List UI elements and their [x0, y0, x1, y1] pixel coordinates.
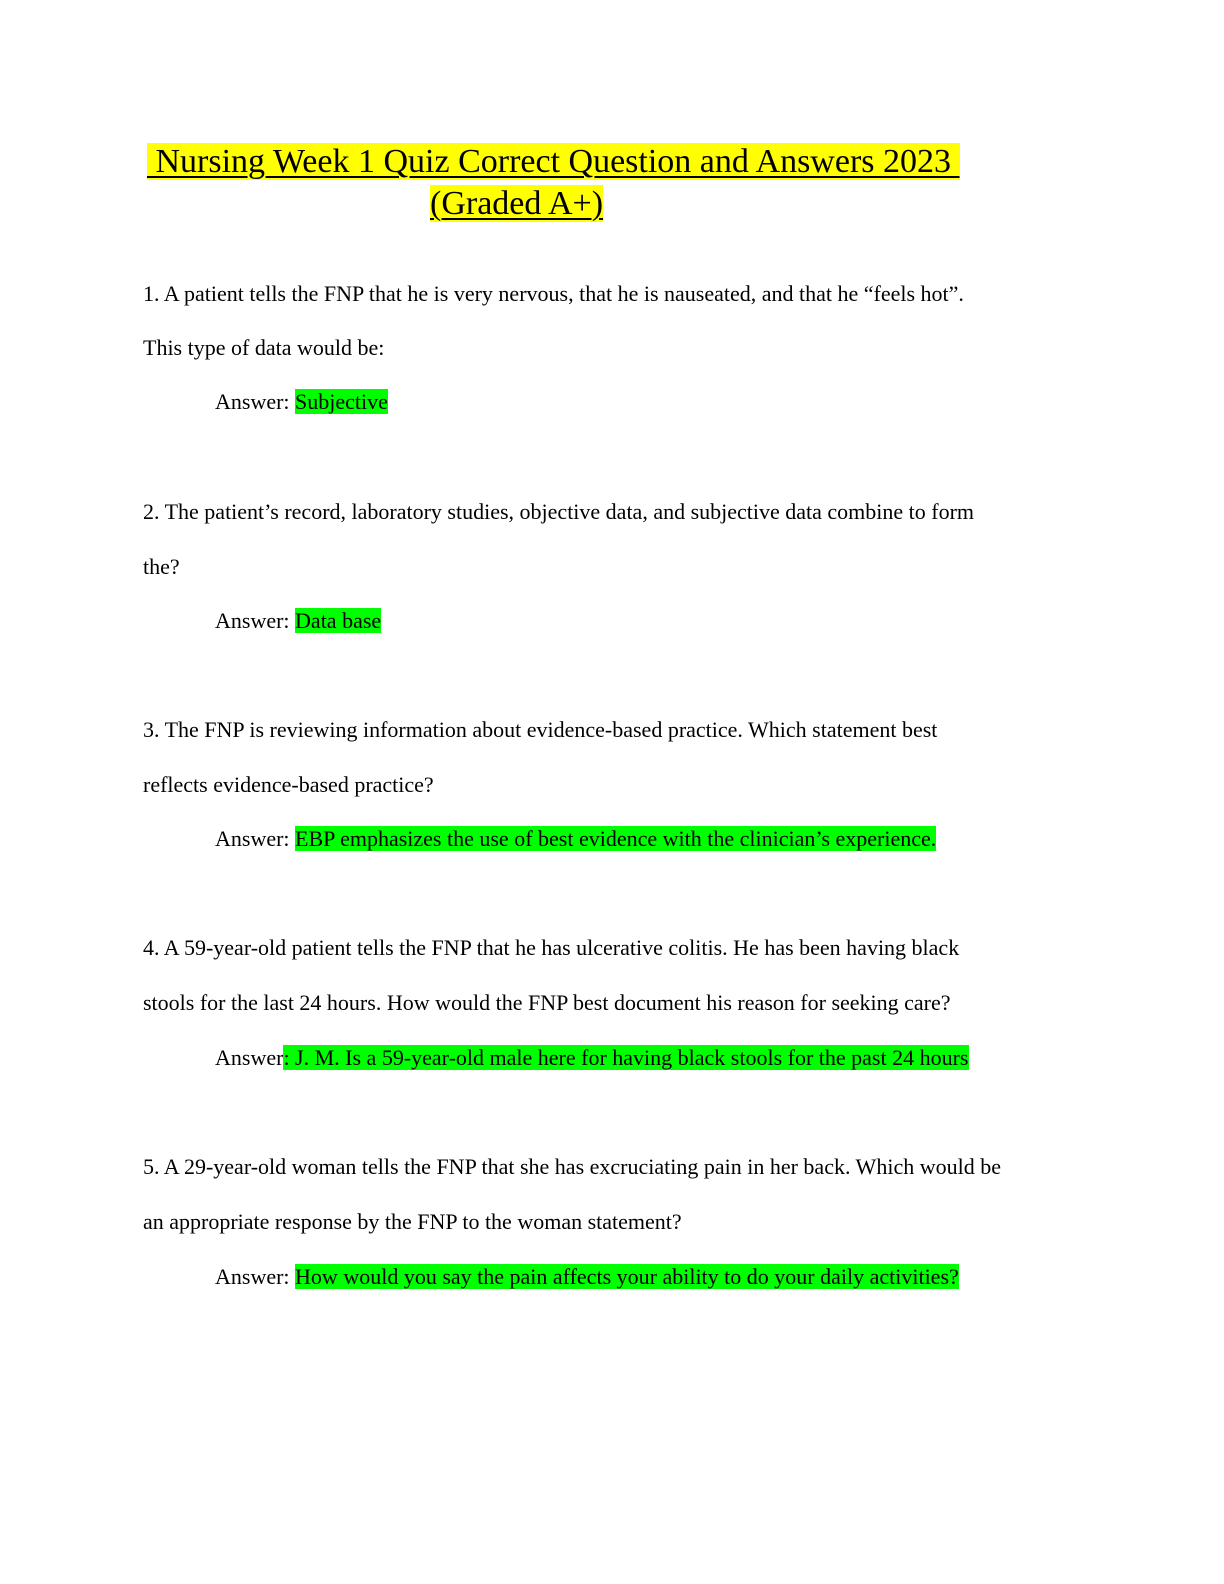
answer-label: Answer	[215, 1045, 284, 1070]
answer-label: Answer:	[215, 1264, 296, 1289]
question-5-answer: Answer: How would you say the pain affec…	[215, 1263, 959, 1291]
answer-label: Answer:	[215, 608, 296, 633]
question-4-text-line-1: 4. A 59-year-old patient tells the FNP t…	[143, 935, 960, 960]
answer-label: Answer:	[215, 389, 296, 414]
title-highlight: (Graded A+)	[430, 185, 604, 222]
answer-text: How would you say the pain affects your …	[295, 1264, 959, 1289]
answer-text: : J. M. Is a 59-year-old male here for h…	[283, 1045, 969, 1070]
question-5-text-line-1: 5. A 29-year-old woman tells the FNP tha…	[143, 1154, 1001, 1179]
question-4-answer: Answer: J. M. Is a 59-year-old male here…	[215, 1044, 969, 1072]
title-highlight: Nursing Week 1 Quiz Correct Question and…	[147, 143, 960, 180]
question-1-text-line-1: 1. A patient tells the FNP that he is ve…	[143, 281, 964, 306]
question-2-answer: Answer: Data base	[215, 607, 382, 635]
answer-text: Subjective	[295, 389, 388, 414]
question-5-text-line-2: an appropriate response by the FNP to th…	[143, 1209, 682, 1234]
question-3-text-line-2: reflects evidence-based practice?	[143, 772, 434, 797]
document-title-line-2: (Graded A+)	[430, 184, 604, 224]
question-3-text-line-1: 3. The FNP is reviewing information abou…	[143, 717, 938, 742]
question-1-answer: Answer: Subjective	[215, 388, 388, 416]
answer-label: Answer:	[215, 826, 296, 851]
question-2-text-line-2: the?	[143, 554, 180, 579]
question-3-answer: Answer: EBP emphasizes the use of best e…	[215, 825, 937, 853]
question-1-text-line-2: This type of data would be:	[143, 335, 385, 360]
answer-text: Data base	[295, 608, 382, 633]
question-2-text-line-1: 2. The patient’s record, laboratory stud…	[143, 499, 975, 524]
answer-text: EBP emphasizes the use of best evidence …	[295, 826, 937, 851]
question-4-text-line-2: stools for the last 24 hours. How would …	[143, 990, 951, 1015]
document-title-line-1: Nursing Week 1 Quiz Correct Question and…	[147, 142, 960, 182]
